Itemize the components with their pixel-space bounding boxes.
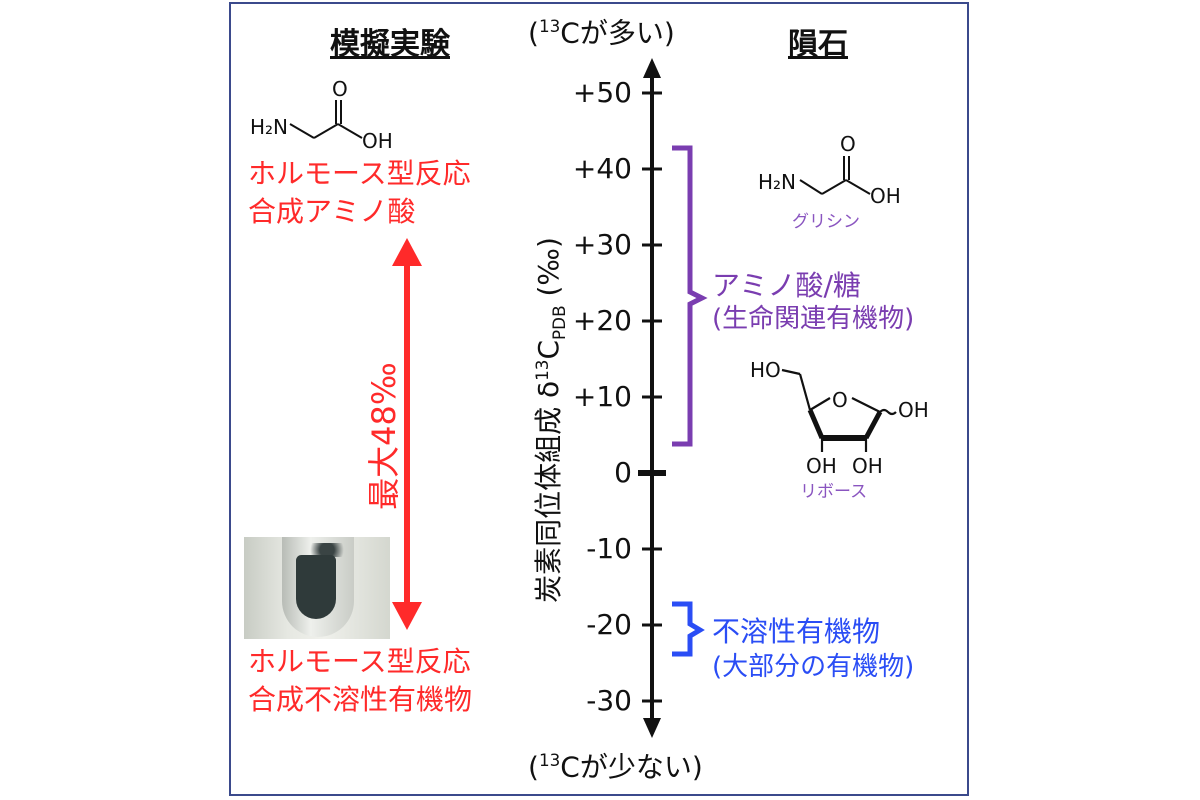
amino-sugar-bracket [672, 145, 708, 447]
glycine-right-carbonyl-o: O [840, 132, 856, 156]
heading-meteorite: 隕石 [788, 27, 848, 62]
range-label: 最大48‰ [365, 362, 403, 510]
glycine-structure-right [799, 156, 871, 195]
amino-sugar-label: アミノ酸/糖 [712, 269, 861, 302]
tick-label: +20 [572, 304, 632, 337]
tick-label: -20 [586, 608, 632, 641]
insoluble-right-label: 不溶性有機物 [712, 615, 881, 648]
test-tube-photo [244, 537, 390, 639]
axis-ticks [638, 91, 666, 703]
insoluble-bracket [672, 601, 705, 657]
glycine-right-amine: H₂N [758, 170, 797, 194]
ribose-oh-bottom-left: OH [806, 454, 837, 478]
heading-simulation: 模擬実験 [330, 27, 450, 62]
tick-label: +30 [572, 228, 632, 261]
range-arrow-bottom [392, 602, 422, 630]
tick-label: 0 [614, 456, 632, 489]
ribose-name: リボース [800, 482, 868, 502]
figure-frame [229, 2, 969, 796]
range-arrow-top [392, 238, 422, 266]
glycine-left-carbonyl-o: O [332, 77, 348, 101]
glycine-right-hydroxyl: OH [870, 184, 901, 208]
glycine-structure-left [289, 100, 363, 139]
insoluble-label-line2: 合成不溶性有機物 [248, 683, 473, 716]
glycine-left-amine: H₂N [250, 115, 289, 139]
amino-label-line1: ホルモース型反応 [248, 157, 471, 190]
tick-label: -10 [586, 532, 632, 565]
axis-top-label: (13Cが多い) [528, 16, 675, 50]
insoluble-right-sub: (大部分の有機物) [712, 652, 915, 682]
y-axis-arrow-bottom [643, 718, 661, 738]
ribose-structure [781, 368, 897, 452]
glycine-left-hydroxyl: OH [362, 129, 393, 153]
tick-label: +10 [572, 380, 632, 413]
ribose-oh-bottom-right: OH [852, 454, 883, 478]
tick-label: -30 [586, 684, 632, 717]
y-axis-label: 炭素同位体組成 δ13CPDB (‰) [531, 237, 569, 603]
insoluble-label-line1: ホルモース型反応 [248, 645, 471, 678]
ribose-ring-o: O [832, 388, 848, 412]
axis-bottom-label: (13Cが少ない) [528, 750, 703, 784]
tick-label: +40 [572, 152, 632, 185]
ribose-oh-right: OH [898, 398, 929, 422]
y-axis-arrow-top [643, 58, 661, 78]
glycine-name: グリシン [792, 212, 860, 232]
amino-sugar-sub: (生命関連有機物) [712, 304, 915, 334]
amino-label-line2: 合成アミノ酸 [248, 195, 416, 228]
tick-label: +50 [572, 76, 632, 109]
ribose-ho: HO [750, 358, 781, 382]
